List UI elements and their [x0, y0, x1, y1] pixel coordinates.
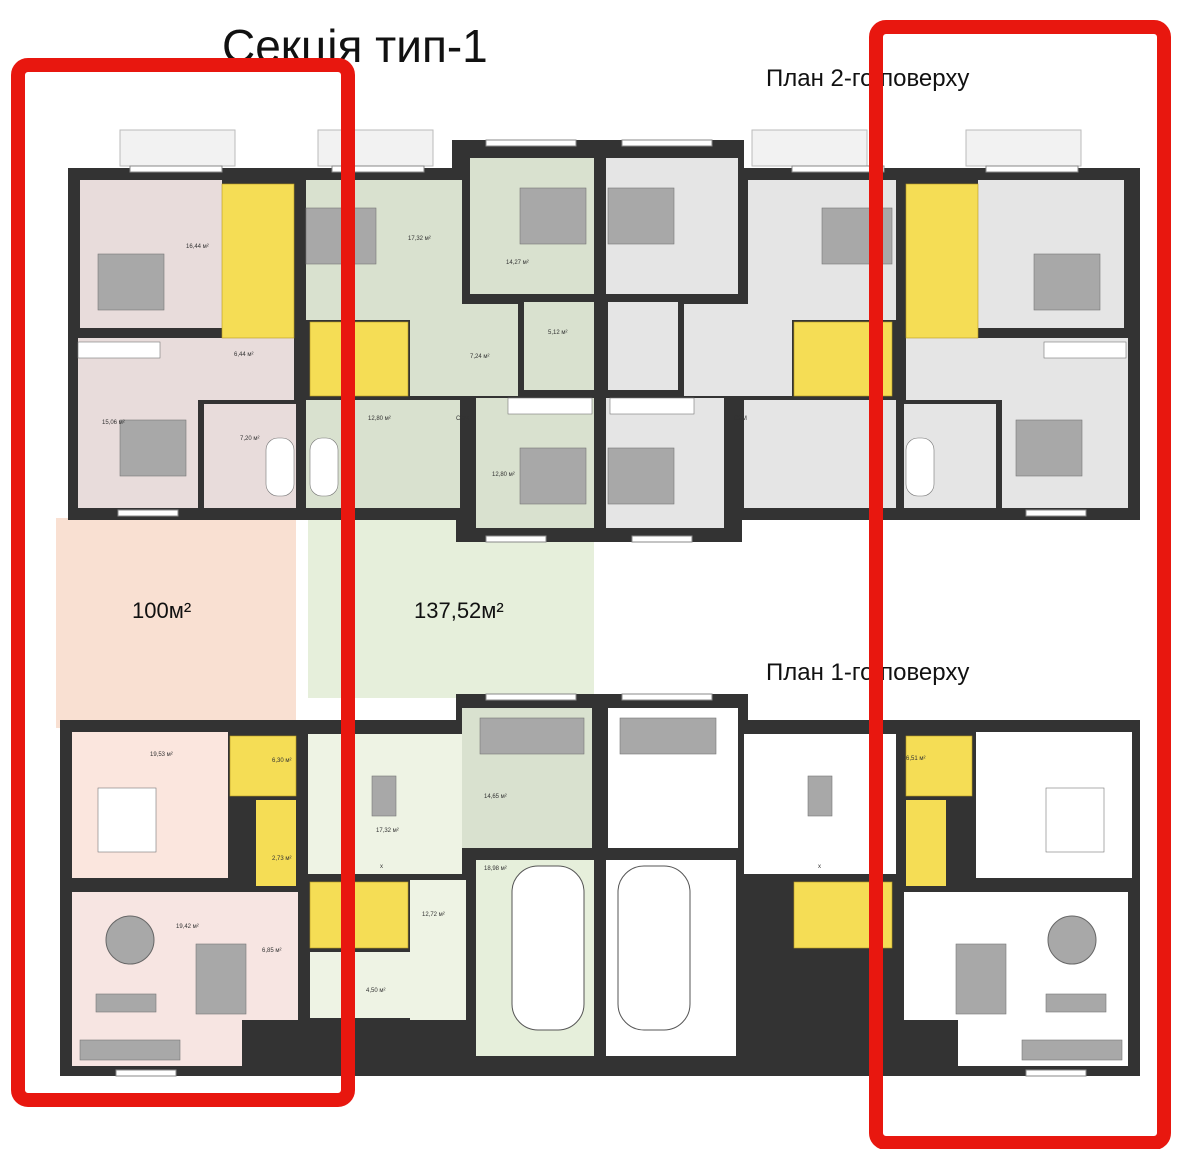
room-area: 6,30 м²: [272, 758, 291, 764]
bed: [519, 447, 587, 505]
room-storage: [608, 302, 678, 390]
room-area: 4,50 м²: [366, 988, 385, 994]
room-wc: [256, 800, 296, 886]
cross-label: x: [380, 864, 383, 870]
stairs: [229, 735, 297, 797]
balcony: [965, 129, 1082, 167]
window: [621, 139, 713, 147]
stairs: [905, 183, 979, 339]
bathtub: [309, 437, 339, 497]
kitchen-counter: [1021, 1039, 1123, 1061]
kitchen-counter: [1045, 993, 1107, 1013]
stairs: [221, 183, 295, 339]
wardrobe: [77, 341, 161, 359]
room-area: 14,27 м²: [506, 260, 529, 266]
stairs: [905, 735, 973, 797]
window: [631, 535, 693, 543]
window: [985, 165, 1079, 173]
room-area: 5,12 м²: [548, 330, 567, 336]
room-area: 17,32 м²: [408, 236, 431, 242]
sofa: [97, 787, 157, 853]
yard-left: [56, 518, 296, 728]
room-area: 12,72 м²: [422, 912, 445, 918]
bed: [519, 187, 587, 245]
window: [791, 165, 885, 173]
bathtub: [265, 437, 295, 497]
yard-center: [308, 518, 594, 698]
window: [115, 1069, 177, 1077]
window: [331, 165, 425, 173]
room-hall: [410, 880, 466, 1020]
window: [621, 693, 713, 701]
wardrobe-label: СЗМ: [456, 416, 469, 422]
dining-table: [105, 915, 155, 965]
second-floor-plan-title: План 2-го поверху: [766, 65, 969, 92]
sofa: [479, 717, 585, 755]
highlight-frame-left: [11, 58, 355, 1107]
kitchen-counter: [95, 993, 157, 1013]
room-area: 12,80 м²: [368, 416, 391, 422]
room-area: 2,73 м²: [272, 856, 291, 862]
window: [1025, 509, 1087, 517]
wardrobe-label: СЗМ: [734, 416, 747, 422]
bed: [1015, 419, 1083, 477]
dining-table: [807, 775, 833, 817]
yard-left-area: 100м²: [132, 598, 191, 623]
window: [129, 165, 223, 173]
balcony: [317, 129, 434, 167]
room-area: 15,06 м²: [102, 420, 125, 426]
yard-center-area: 137,52м²: [414, 598, 504, 623]
room-wc: [906, 800, 946, 886]
room-area: 19,53 м²: [150, 752, 173, 758]
bed: [607, 187, 675, 245]
room-area: 6,44 м²: [234, 352, 253, 358]
wardrobe: [507, 397, 593, 415]
window: [485, 693, 577, 701]
room-area: 7,24 м²: [470, 354, 489, 360]
highlight-frame-right: [869, 20, 1171, 1149]
room-storage: [524, 302, 594, 390]
wardrobe: [1043, 341, 1127, 359]
bed: [607, 447, 675, 505]
room-area: 18,98 м²: [484, 866, 507, 872]
dining-table: [1047, 915, 1097, 965]
room-area: 7,20 м²: [240, 436, 259, 442]
balcony: [119, 129, 236, 167]
dining-table: [371, 775, 397, 817]
wardrobe: [609, 397, 695, 415]
room-wc: [310, 952, 410, 1018]
bed: [97, 253, 165, 311]
sofa: [1045, 787, 1105, 853]
room-area: 16,44 м²: [186, 244, 209, 250]
bed: [1033, 253, 1101, 311]
window: [117, 509, 179, 517]
balcony: [751, 129, 868, 167]
kitchen-counter: [79, 1039, 181, 1061]
kitchen-counter: [195, 943, 247, 1015]
first-floor-plan-title: План 1-го поверху: [766, 659, 969, 686]
kitchen-counter: [955, 943, 1007, 1015]
room-area: 12,80 м²: [492, 472, 515, 478]
room-hall: [410, 304, 518, 396]
stairs: [309, 321, 409, 397]
window: [485, 535, 547, 543]
room-hall: [904, 892, 958, 1020]
bed: [119, 419, 187, 477]
car: [511, 865, 585, 1031]
stairs: [309, 881, 409, 949]
room-area: 17,32 м²: [376, 828, 399, 834]
room-area: 19,42 м²: [176, 924, 199, 930]
car: [617, 865, 691, 1031]
window: [1025, 1069, 1087, 1077]
room-area: 6,51 м²: [906, 756, 925, 762]
cross-label: x: [818, 864, 821, 870]
window: [485, 139, 577, 147]
room-area: 14,65 м²: [484, 794, 507, 800]
room-hall: [684, 304, 792, 396]
bathtub: [905, 437, 935, 497]
room-area: 6,85 м²: [262, 948, 281, 954]
sofa: [619, 717, 717, 755]
